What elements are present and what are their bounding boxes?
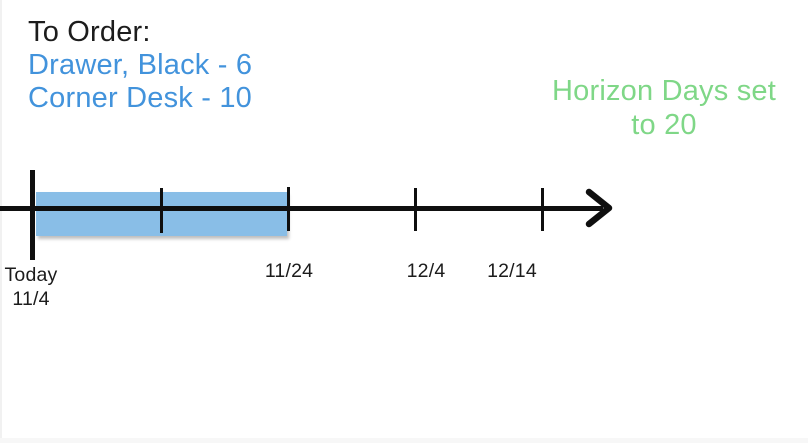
tick-12-14 (541, 188, 544, 231)
tick-11-24 (287, 187, 290, 231)
today-label: Today (4, 264, 58, 286)
order-item-corner-desk: Corner Desk - 10 (28, 82, 252, 114)
tick-today (30, 170, 35, 260)
order-note-title: To Order: (28, 16, 151, 48)
arrowhead-icon (585, 188, 613, 228)
tick-label-12-4: 12/4 (406, 260, 446, 282)
page-left-edge (0, 0, 2, 443)
horizon-days-note-line2: to 20 (631, 109, 697, 141)
horizon-days-note-line1: Horizon Days set (552, 75, 776, 107)
today-date-label: 11/4 (12, 288, 50, 310)
timeline-axis (0, 206, 603, 211)
page-bottom-edge (0, 438, 808, 443)
order-note: To Order: Drawer, Black - 6 Corner Desk … (28, 16, 252, 115)
tick-mid-unlabeled (160, 188, 163, 233)
tick-label-12-14: 12/14 (487, 260, 537, 282)
tick-12-4 (414, 188, 417, 231)
order-item-drawer: Drawer, Black - 6 (28, 49, 253, 81)
tick-label-11-24: 11/24 (264, 260, 314, 282)
horizon-days-note: Horizon Days set to 20 (538, 74, 790, 142)
